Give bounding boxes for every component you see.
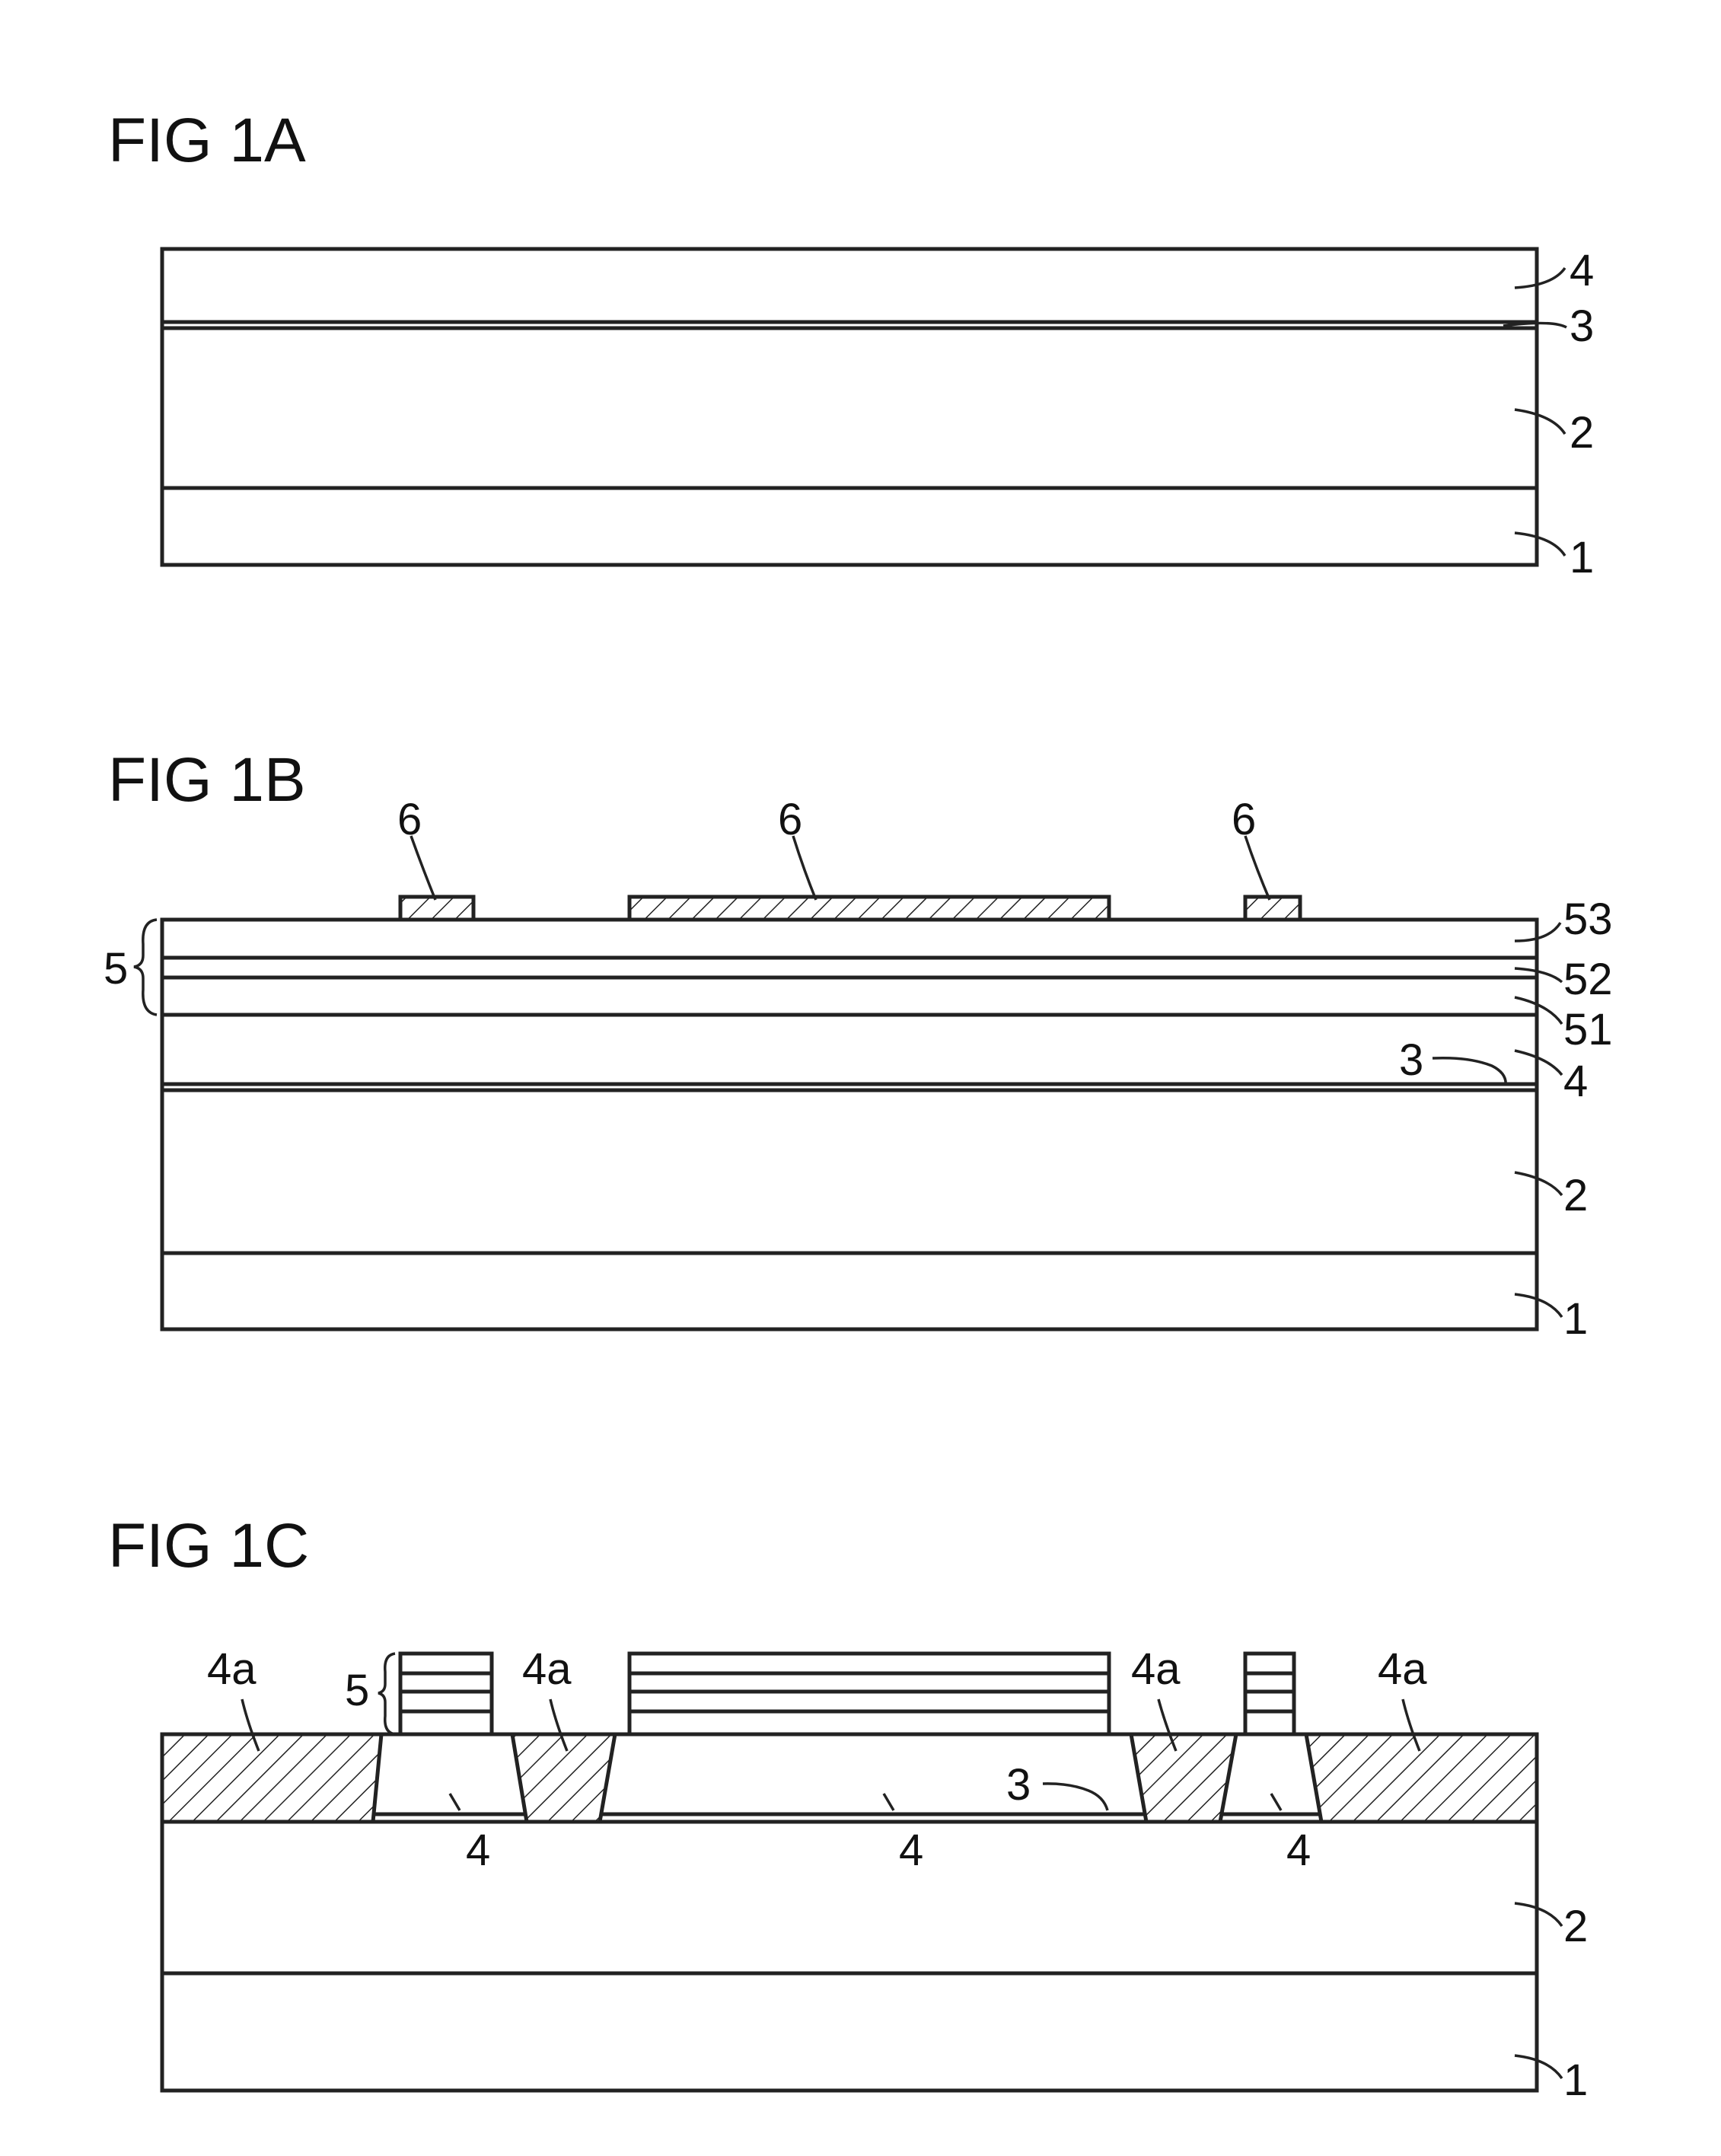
ref-label-1: 1 xyxy=(1563,2056,1588,2105)
ref-label-4-left: 4 xyxy=(466,1826,490,1875)
layer-stack-1b xyxy=(162,920,1537,1329)
ref-label-4: 4 xyxy=(1563,1057,1588,1106)
substrate-stack-1c xyxy=(162,1822,1537,2091)
figure-1b: FIG 1B 6 6 6 5 53 52 51 3 4 xyxy=(104,745,1613,1344)
region-4a-2 xyxy=(512,1734,615,1822)
ref-label-6-left: 6 xyxy=(397,795,422,844)
layer-stack-1a xyxy=(162,249,1537,565)
ref-label-4: 4 xyxy=(1570,246,1594,295)
ref-label-4-center: 4 xyxy=(899,1826,923,1875)
brace-layer-5 xyxy=(378,1654,395,1734)
region-4a-4 xyxy=(1306,1734,1537,1822)
ref-label-2: 2 xyxy=(1563,1171,1588,1220)
ref-label-52: 52 xyxy=(1563,955,1613,1004)
ref-label-53: 53 xyxy=(1563,895,1613,944)
brace-layer-5 xyxy=(134,920,157,1015)
ref-label-6-right: 6 xyxy=(1232,795,1256,844)
mask-6-center xyxy=(629,897,1109,920)
ref-label-5: 5 xyxy=(104,944,128,993)
leader-4-right xyxy=(1271,1794,1281,1810)
ref-label-3: 3 xyxy=(1006,1760,1031,1810)
mask-6-left xyxy=(400,897,473,920)
ref-label-6-center: 6 xyxy=(778,795,802,844)
ref-label-5: 5 xyxy=(345,1666,369,1715)
ref-label-2: 2 xyxy=(1563,1902,1588,1951)
ref-label-4a-1: 4a xyxy=(207,1644,257,1694)
ref-label-2: 2 xyxy=(1570,408,1594,458)
ref-label-1: 1 xyxy=(1563,1294,1588,1344)
figure-1b-title: FIG 1B xyxy=(108,745,306,815)
leader-6-right xyxy=(1245,836,1270,900)
region-4a-1 xyxy=(162,1734,381,1822)
region-4a-3 xyxy=(1131,1734,1236,1822)
stack-5-left xyxy=(400,1654,492,1734)
leader-6-center xyxy=(793,836,816,900)
ref-label-4-right: 4 xyxy=(1286,1826,1311,1875)
ref-label-51: 51 xyxy=(1563,1005,1613,1054)
figure-1c-title: FIG 1C xyxy=(108,1511,309,1580)
figure-1c: FIG 1C xyxy=(108,1511,1588,2105)
ref-label-3: 3 xyxy=(1570,301,1594,351)
ref-label-4a-3: 4a xyxy=(1131,1644,1181,1694)
leader-6-left xyxy=(411,836,435,900)
figure-1a: FIG 1A 4 3 2 1 xyxy=(108,106,1594,582)
ref-label-1: 1 xyxy=(1570,533,1594,582)
stack-5-right xyxy=(1245,1654,1294,1734)
mask-6-right xyxy=(1245,897,1300,920)
ref-label-4a-4: 4a xyxy=(1378,1644,1427,1694)
ref-label-4a-2: 4a xyxy=(522,1644,572,1694)
leader-3 xyxy=(1043,1784,1107,1810)
ref-label-3: 3 xyxy=(1399,1035,1423,1085)
figure-1a-title: FIG 1A xyxy=(108,106,306,175)
leader-4-center xyxy=(884,1794,894,1810)
stack-5-center xyxy=(629,1654,1109,1734)
leader-4-left xyxy=(450,1794,460,1810)
